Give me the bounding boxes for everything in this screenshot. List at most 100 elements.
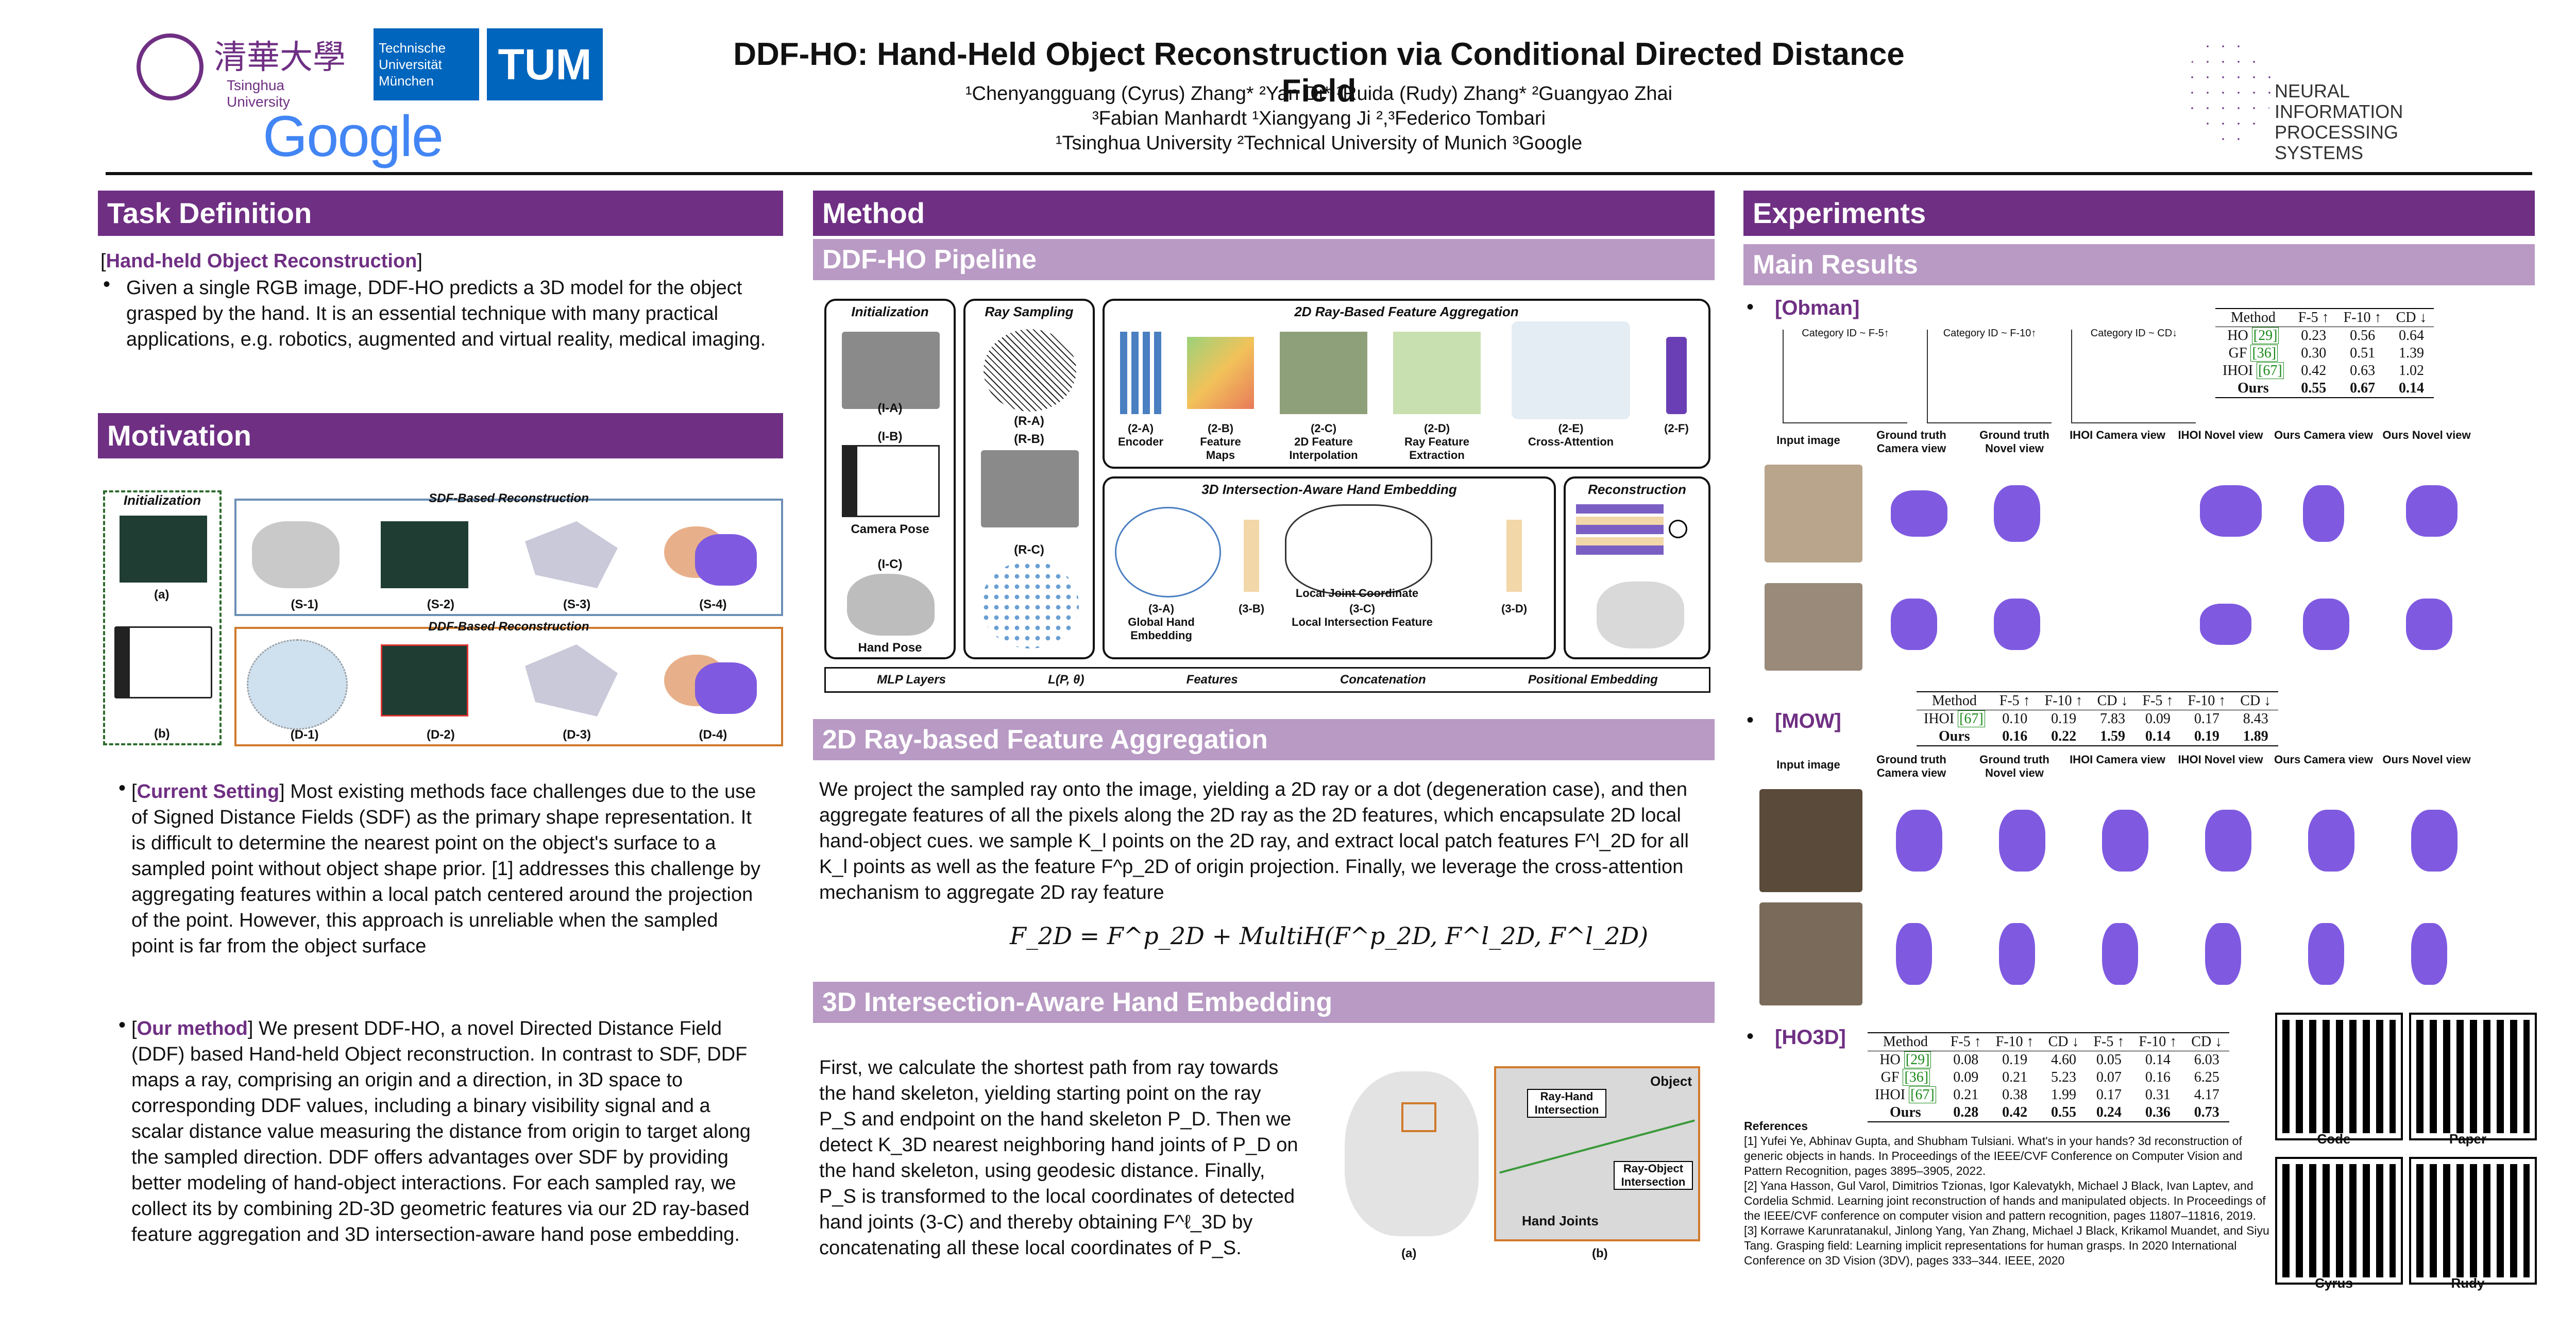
- camera-frustum-icon: [114, 626, 212, 698]
- tum-mark-logo: TUM: [487, 28, 603, 100]
- pipeline-heading: DDF-HO Pipeline: [813, 239, 1715, 280]
- tum-text-logo: Technische Universität München: [374, 28, 479, 100]
- result-obj: [2411, 810, 2458, 872]
- main-results-heading: Main Results: [1743, 244, 2535, 285]
- sdf-points-icon: [525, 521, 618, 588]
- mini-chart-f10: Category ID ~ F-10↑: [1927, 328, 2052, 423]
- f2d-icon: [1666, 337, 1687, 414]
- sdf-box: SDF-Based Reconstruction (S-1)(S-2)(S-3)…: [234, 491, 783, 616]
- tsinghua-en: Tsinghua University: [227, 77, 290, 110]
- camera-frustum-icon: [842, 445, 940, 517]
- ray-photo: [981, 450, 1079, 527]
- result-obj: [2303, 599, 2349, 650]
- neurips-logo: NEURAL INFORMATION PROCESSING SYSTEMS: [2184, 39, 2473, 163]
- init-box: Initialization (a) (b): [103, 490, 222, 745]
- hand-pose-icon: [847, 574, 935, 636]
- experiments-heading: Experiments: [1743, 191, 2535, 236]
- result-obj: [2303, 485, 2344, 542]
- qr-rudy[interactable]: [2411, 1159, 2535, 1283]
- result-obj: [2308, 810, 2354, 872]
- ray-feature-icon: [1393, 332, 1481, 414]
- result-obj: [2205, 923, 2241, 985]
- ray-agg-text: We project the sampled ray onto the imag…: [819, 779, 1689, 903]
- ddf-labels: (D-1)(D-2)(D-3)(D-4): [290, 728, 727, 742]
- obman-tag: [Obman]: [1775, 297, 1860, 319]
- panel-initialization: Initialization (I-A) (I-B) Camera Pose (…: [824, 299, 956, 659]
- interp-icon: [1280, 332, 1367, 414]
- references: References [1] Yufei Ye, Abhinav Gupta, …: [1744, 1119, 2269, 1267]
- panel-ray-sampling: Ray Sampling (R-A) (R-B) (R-C): [963, 299, 1095, 659]
- hand-emb-text: First, we calculate the shortest path fr…: [819, 1057, 1298, 1259]
- result-obj: [1896, 810, 1942, 872]
- header-rule: [106, 172, 2532, 175]
- tsinghua-cn: 清華大學: [214, 39, 346, 77]
- neurips-dots-icon: [2184, 39, 2272, 142]
- aggregation-equation: F_2D = F^p_2D + MultiH(F^p_2D, F^l_2D, F…: [1010, 922, 1649, 950]
- tsinghua-seal-icon: [137, 33, 204, 100]
- ddf-rays-icon: [247, 639, 348, 730]
- sdf-labels: (S-1)(S-2)(S-3)(S-4): [291, 597, 727, 611]
- task-heading: Task Definition: [98, 191, 783, 236]
- result-obj: [2411, 923, 2447, 985]
- panel-reconstruction: Reconstruction: [1564, 476, 1710, 659]
- zoom-box: [1401, 1102, 1436, 1132]
- task-tag: [Hand-held Object Reconstruction]: [100, 250, 422, 272]
- result-obj: [2308, 923, 2344, 985]
- task-text: Given a single RGB image, DDF-HO predict…: [126, 277, 766, 350]
- qr-paper[interactable]: [2411, 1015, 2535, 1138]
- current-setting-text: [Current Setting] Most existing methods …: [131, 781, 760, 957]
- result-obj: [2205, 810, 2251, 872]
- local-coord-icon: [1285, 504, 1432, 595]
- ray-agg-heading: 2D Ray-based Feature Aggregation: [813, 719, 1715, 760]
- result-obj: [1891, 490, 1947, 537]
- panel-3d-embedding: 3D Intersection-Aware Hand Embedding (3-…: [1103, 476, 1556, 659]
- result-obj: [1896, 923, 1932, 985]
- result-obj: [1994, 599, 2040, 650]
- encoder-icon: [1120, 332, 1161, 414]
- our-method-text: [Our method] We present DDF-HO, a novel …: [131, 1018, 751, 1245]
- result-obj: [1994, 485, 2040, 542]
- mow-bullet: •: [1747, 709, 1754, 731]
- result-obj: [2102, 923, 2138, 985]
- mini-chart-f5: Category ID ~ F-5↑: [1783, 328, 1907, 423]
- obman-input-2: [1765, 583, 1862, 671]
- zoomed-panel: Object Ray-Hand Intersection Ray-Object …: [1494, 1066, 1700, 1241]
- ddf-box: DDF-Based Reconstruction (D-1)(D-2)(D-3)…: [234, 620, 783, 746]
- author-list: ¹Chenyangguang (Cyrus) Zhang* ²Yan Di* ¹…: [965, 83, 1673, 154]
- ray-cloud-icon: [984, 329, 1076, 412]
- google-logo: Google: [263, 104, 444, 168]
- init-photo: [842, 332, 940, 409]
- point-cloud-icon: [981, 561, 1079, 648]
- motivation-figure: Initialization (a) (b) SDF-Based Reconst…: [103, 490, 783, 748]
- result-obj: [2200, 604, 2251, 645]
- cross-attn-icon: [1512, 321, 1630, 419]
- ho3d-tag: [HO3D]: [1775, 1026, 1846, 1049]
- ddf-points-icon: [525, 644, 618, 716]
- result-obj: [2200, 485, 2262, 537]
- current-bullet: •: [118, 777, 126, 799]
- concat-icon: [1669, 520, 1687, 538]
- obman-results-grid: Input image Ground truth Camera view Gro…: [1757, 429, 2530, 676]
- feature-maps-icon: [1187, 337, 1254, 409]
- obman-input-1: [1765, 465, 1862, 562]
- obman-bullet: •: [1747, 296, 1754, 318]
- sdf-result: [664, 521, 762, 588]
- intersection-figure: Object Ray-Hand Intersection Ray-Object …: [1319, 1051, 1710, 1267]
- qr-code[interactable]: [2277, 1015, 2401, 1138]
- result-obj: [2406, 485, 2458, 537]
- hand-emb-heading: 3D Intersection-Aware Hand Embedding: [813, 982, 1715, 1023]
- sdf-mesh-icon: [252, 521, 340, 588]
- poster-title: DDF-HO: Hand-Held Object Reconstruction …: [733, 37, 1905, 109]
- motivation-heading: Motivation: [98, 413, 783, 458]
- result-obj: [1891, 599, 1937, 650]
- mow-tag: [MOW]: [1775, 710, 1841, 732]
- recon-mesh-icon: [1597, 582, 1684, 648]
- qr-cyrus[interactable]: [2277, 1159, 2401, 1283]
- tsinghua-logo: 清華大學 Tsinghua University: [137, 28, 348, 110]
- result-obj: [1999, 810, 2045, 872]
- sdf-photo: [381, 521, 468, 588]
- mow-input-1: [1759, 789, 1862, 892]
- task-bullet: •: [103, 273, 111, 296]
